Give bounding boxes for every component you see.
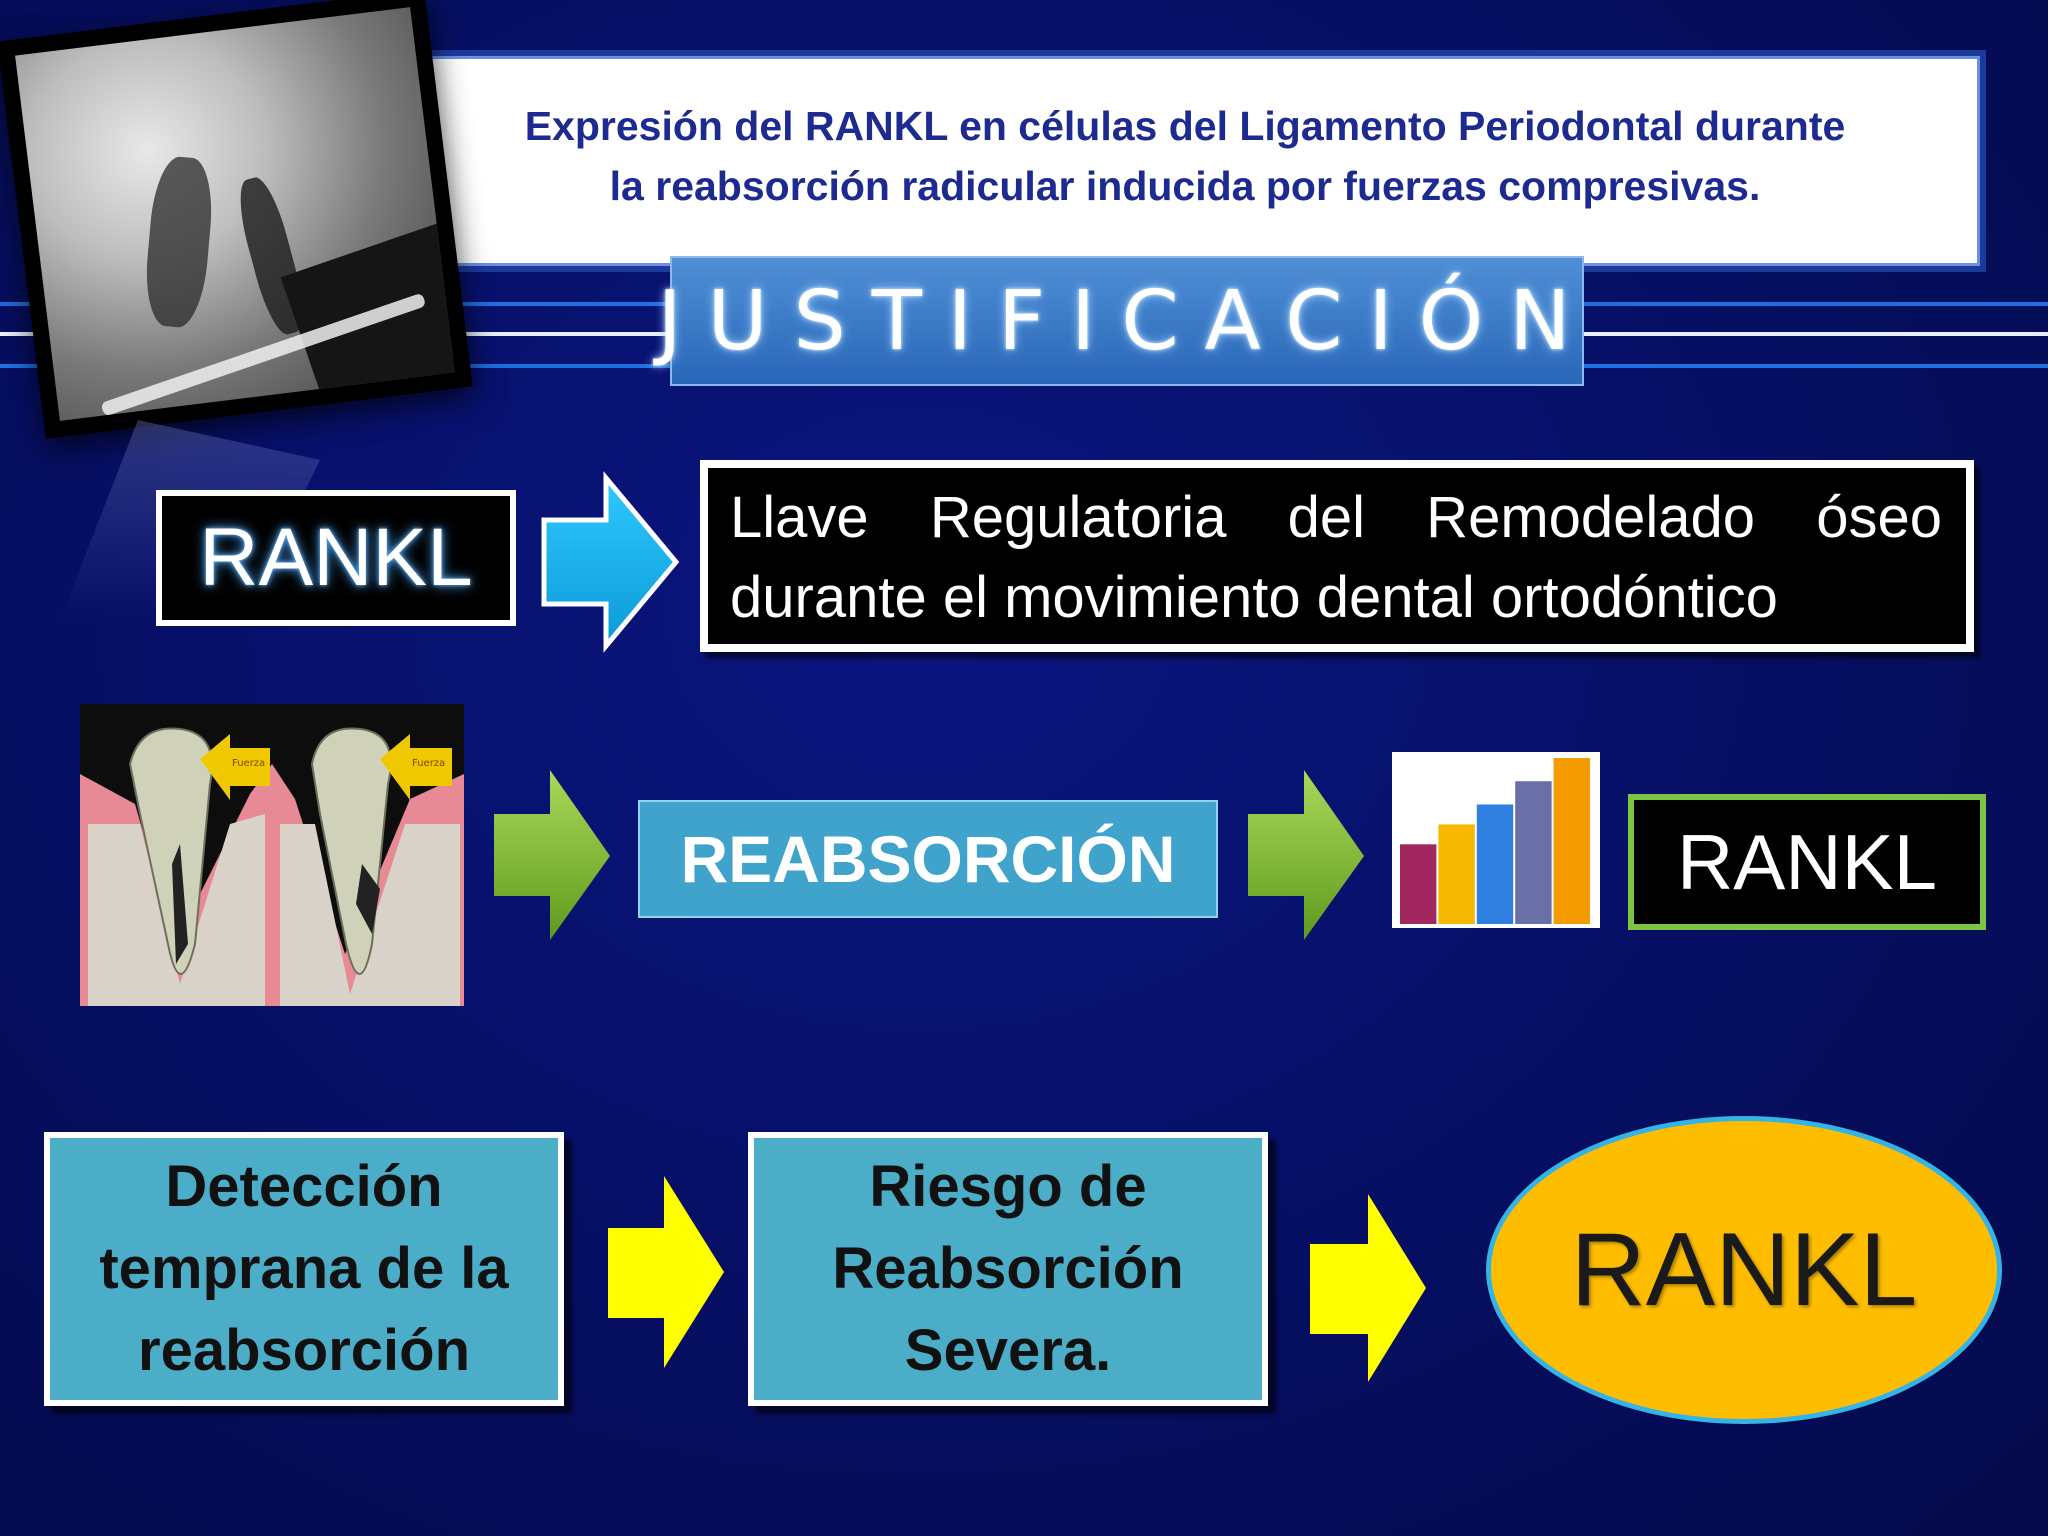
section-banner: JUSTIFICACIÓN (657, 256, 1584, 386)
arrow-right-icon (541, 471, 680, 653)
title-line-1: Expresión del RANKL en células del Ligam… (524, 103, 1846, 149)
rankl-label-box: RANKL (156, 490, 516, 626)
riesgo-box: Riesgo de Reabsorción Severa. (748, 1132, 1268, 1406)
riesgo-text: Riesgo de Reabsorción Severa. (832, 1154, 1184, 1383)
bar-chart-icon (1392, 752, 1600, 928)
rankl-label-box: RANKL (1628, 794, 1986, 930)
chart-icon-bar (1553, 758, 1590, 924)
chart-icon-bar (1476, 804, 1514, 924)
reabsorcion-box: REABSORCIÓN (638, 800, 1218, 918)
svg-text:Fuerza: Fuerza (232, 758, 265, 769)
chart-icon-bar (1515, 781, 1552, 924)
arrow-right-icon (1310, 1194, 1426, 1382)
slide-title: Expresión del RANKL en células del Ligam… (420, 96, 1950, 226)
arrow-right-icon (608, 1176, 724, 1368)
arrow-right-icon (494, 770, 610, 940)
svg-text:Fuerza: Fuerza (412, 758, 445, 769)
teeth-illustration: Fuerza Fuerza (80, 704, 464, 1006)
arrow-right-icon (1248, 770, 1364, 940)
chart-icon-bar (1438, 824, 1475, 924)
chart-icon-bar (1400, 844, 1437, 924)
xray-photo (0, 0, 473, 439)
description-box: Llave Regulatoria del Remodelado óseo du… (700, 460, 1974, 652)
title-line-2: la reabsorción radicular inducida por fu… (609, 163, 1761, 209)
deteccion-text: Detección temprana de la reabsorción (99, 1154, 509, 1383)
rankl-oval: RANKL (1486, 1116, 2002, 1424)
deteccion-box: Detección temprana de la reabsorción (44, 1132, 564, 1406)
